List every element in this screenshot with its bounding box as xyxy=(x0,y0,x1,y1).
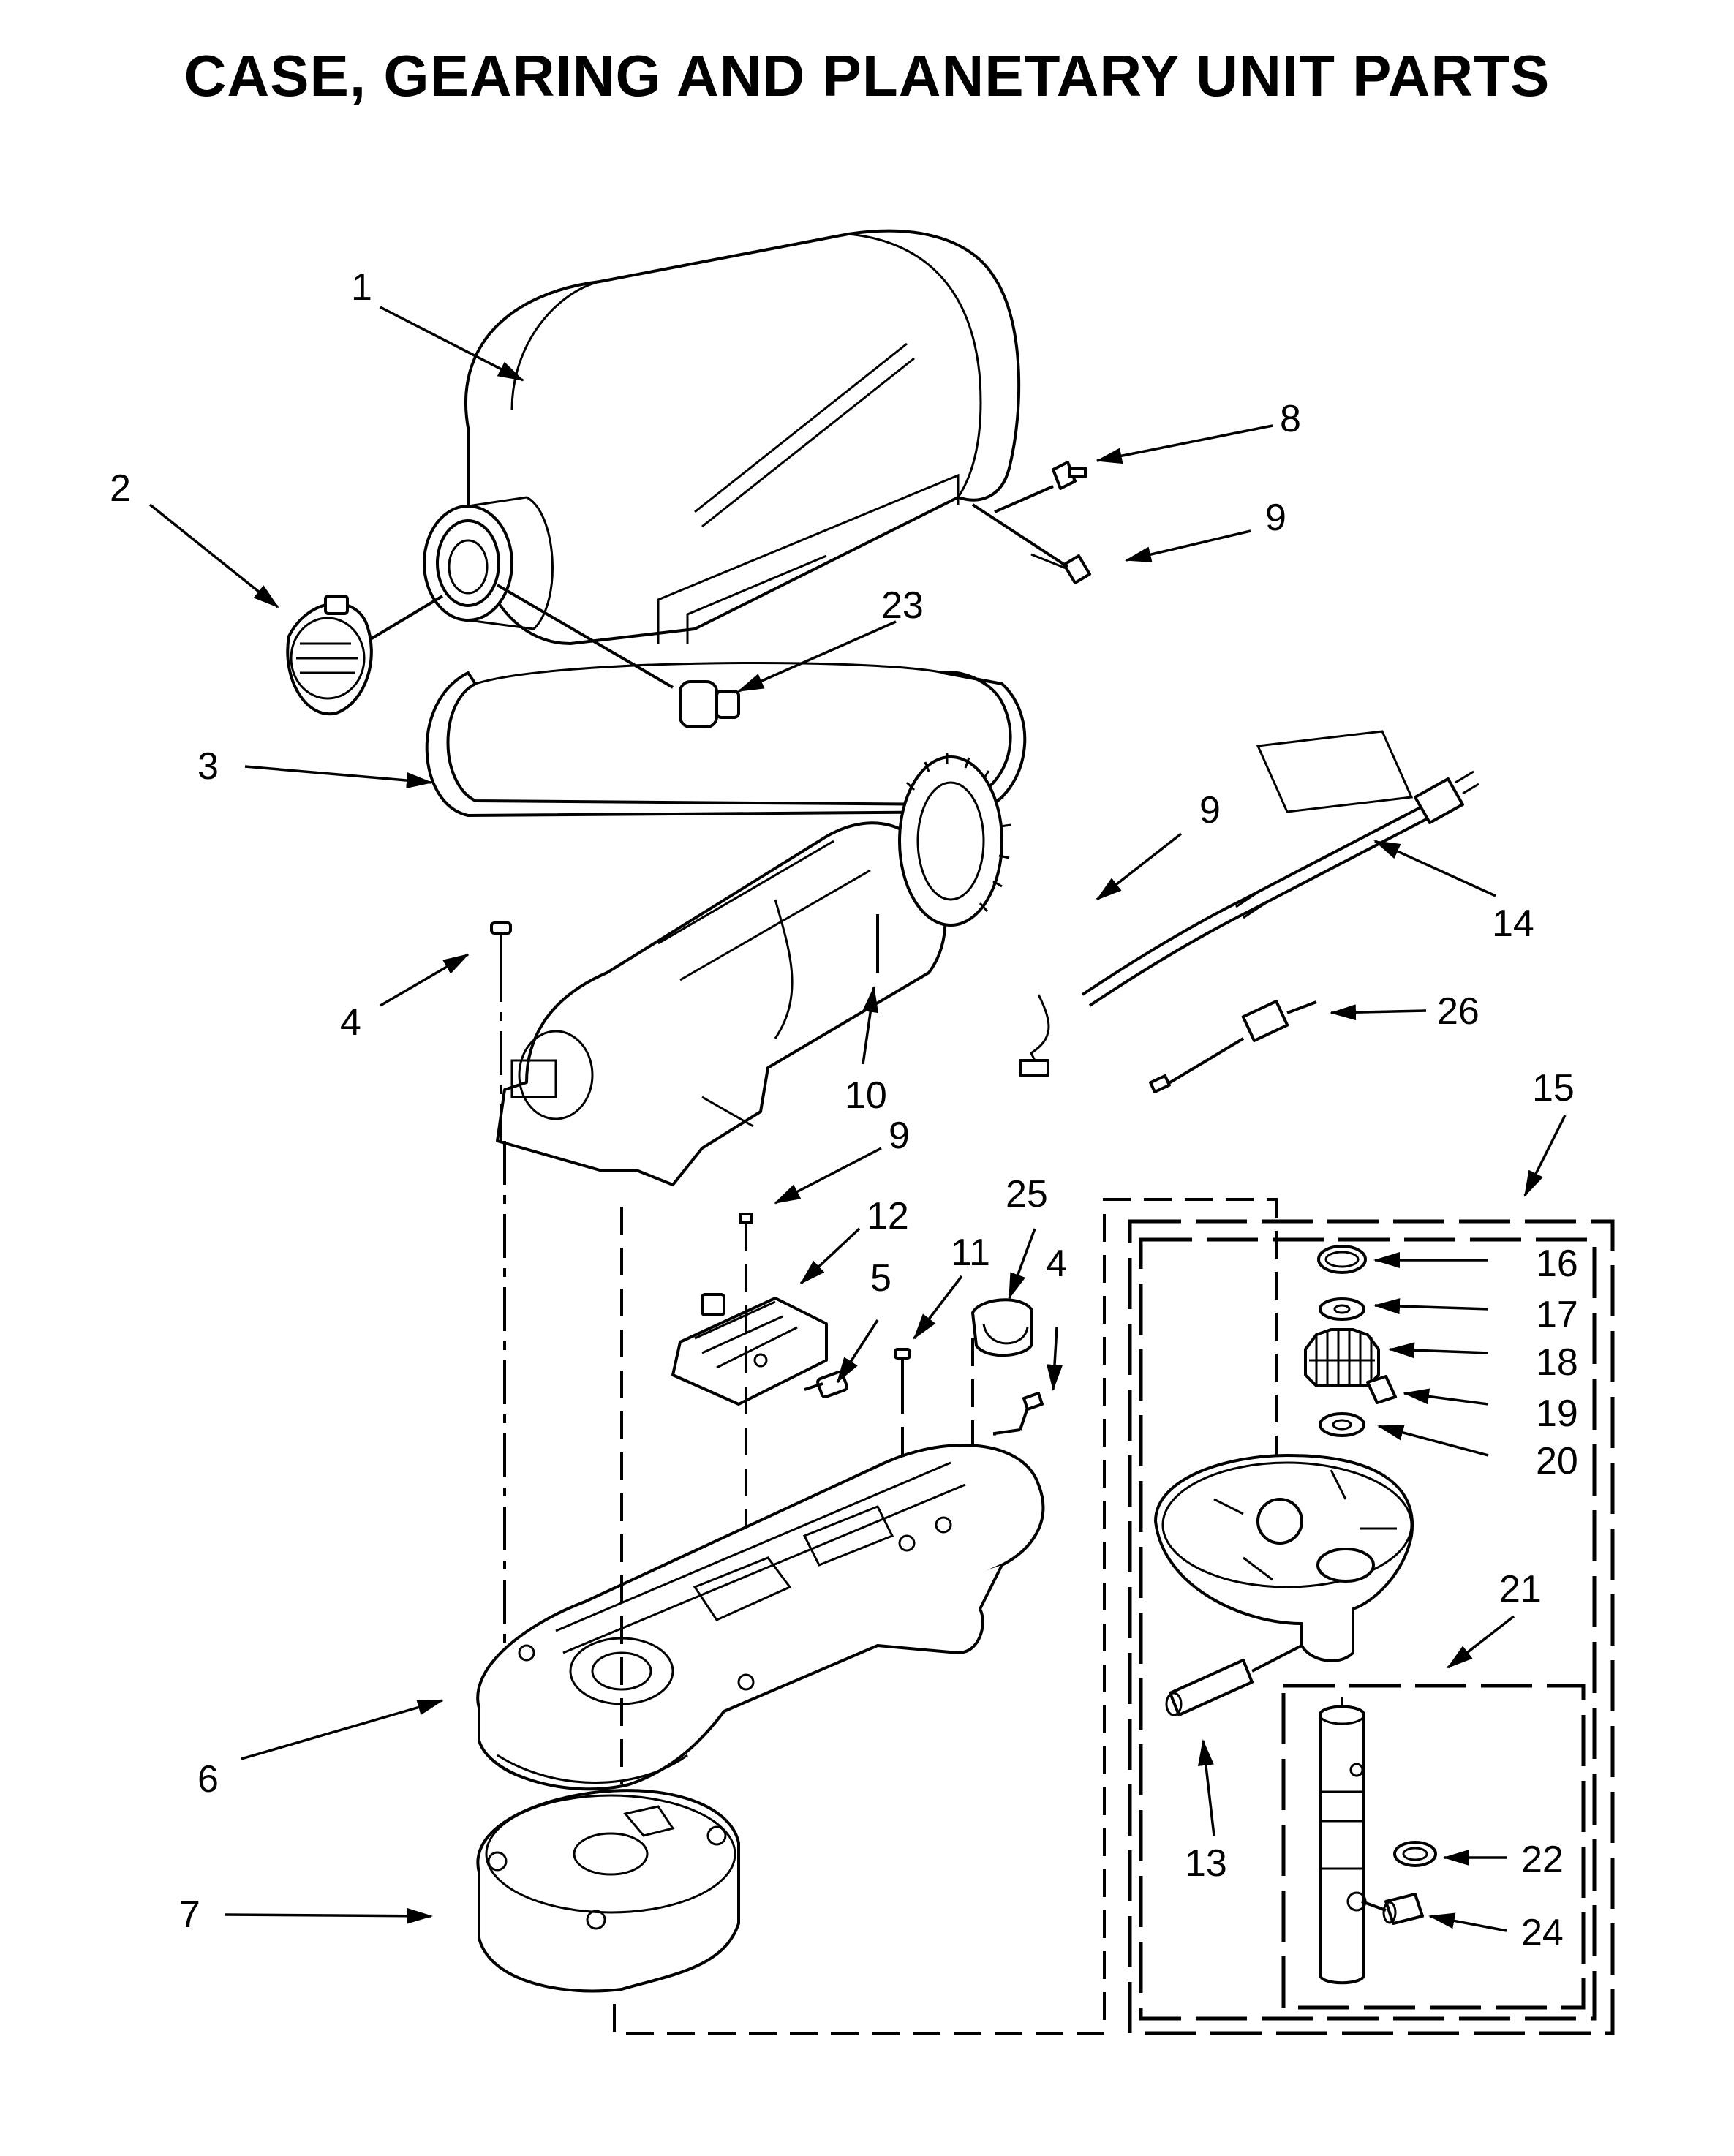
callout-2: 2 xyxy=(110,467,131,510)
callout-19: 19 xyxy=(1536,1392,1578,1435)
callout-21: 21 xyxy=(1499,1568,1542,1610)
callout-4-right: 4 xyxy=(1046,1243,1067,1285)
callout-16: 16 xyxy=(1536,1243,1578,1285)
washer-20-part xyxy=(1319,1412,1365,1437)
planetary-carrier-part xyxy=(1154,1454,1414,1662)
washer-17-part xyxy=(1319,1297,1365,1321)
callout-6: 6 xyxy=(197,1758,219,1801)
gear-ring-7-part xyxy=(476,1789,740,1993)
callout-22: 22 xyxy=(1521,1839,1564,1881)
shaft-21-part xyxy=(1319,1705,1367,1985)
shaft-box xyxy=(1281,1684,1586,2010)
callout-25: 25 xyxy=(1006,1173,1048,1215)
hub-cover-part xyxy=(286,595,373,716)
planetary-unit-box xyxy=(1128,1219,1615,2035)
speed-knob-25-part xyxy=(971,1298,1033,1463)
leader-lines xyxy=(148,306,1567,1932)
pin-24-part xyxy=(1382,1893,1424,1925)
callout-18: 18 xyxy=(1536,1341,1578,1384)
callout-10: 10 xyxy=(845,1074,887,1117)
callout-labels: 1 2 3 4 4 5 6 7 8 9 9 9 10 11 12 13 14 1… xyxy=(110,266,1578,1954)
gear-18-part xyxy=(1304,1328,1380,1387)
callout-9-cord: 9 xyxy=(1199,789,1221,832)
callout-14: 14 xyxy=(1492,902,1534,945)
callout-15: 15 xyxy=(1532,1067,1575,1109)
screw-9-top-part xyxy=(1030,553,1091,584)
callout-1: 1 xyxy=(351,266,372,309)
pin-19-part xyxy=(1366,1375,1397,1404)
retaining-ring-16-part xyxy=(1317,1245,1367,1274)
gear-case-base-6-part xyxy=(476,1444,1045,1791)
circuit-board-12-part xyxy=(671,1293,828,1406)
callout-9-top: 9 xyxy=(1265,497,1286,539)
callout-23: 23 xyxy=(881,584,924,627)
callout-11: 11 xyxy=(951,1232,990,1274)
thumb-screw-23-part xyxy=(679,680,740,728)
inner-planetary-box xyxy=(1139,1237,1597,2021)
wire-harness-26-part xyxy=(1149,1000,1317,1093)
callout-8: 8 xyxy=(1280,398,1301,440)
callout-5: 5 xyxy=(870,1257,891,1300)
callout-3: 3 xyxy=(197,745,219,788)
ring-22-part xyxy=(1393,1841,1437,1867)
callout-20: 20 xyxy=(1536,1440,1578,1482)
callout-26: 26 xyxy=(1437,990,1479,1033)
callout-24: 24 xyxy=(1521,1912,1564,1954)
pin-13-part xyxy=(1165,1659,1254,1716)
page-title: CASE, GEARING AND PLANETARY UNIT PARTS xyxy=(184,43,1550,108)
callout-13: 13 xyxy=(1185,1842,1227,1885)
motor-housing-part xyxy=(423,229,1021,645)
motor-part xyxy=(496,753,1011,1186)
callout-12: 12 xyxy=(867,1195,909,1237)
power-cord-part xyxy=(1019,730,1479,1077)
callout-7: 7 xyxy=(179,1893,200,1936)
callout-9-middle: 9 xyxy=(889,1115,910,1157)
callout-4-left: 4 xyxy=(340,1001,361,1044)
screw-4-left-part xyxy=(490,921,512,1653)
screw-8-part xyxy=(1052,461,1087,490)
callout-17: 17 xyxy=(1536,1294,1578,1336)
